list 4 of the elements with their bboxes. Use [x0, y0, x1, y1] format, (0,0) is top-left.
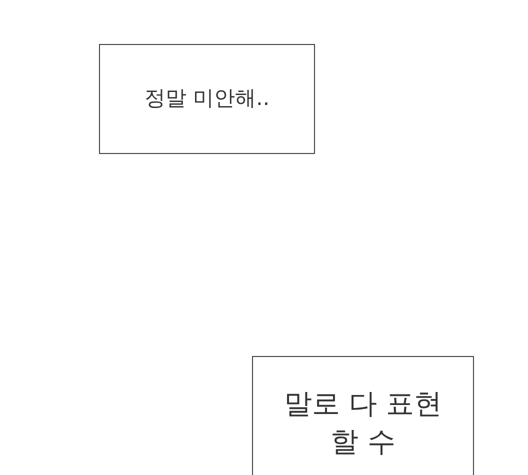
caption-box — [99, 44, 315, 154]
caption-text: 정말 미안해.. — [144, 85, 270, 112]
caption-box — [252, 356, 474, 475]
caption-text: 말로 다 표현할 수 — [283, 386, 443, 460]
